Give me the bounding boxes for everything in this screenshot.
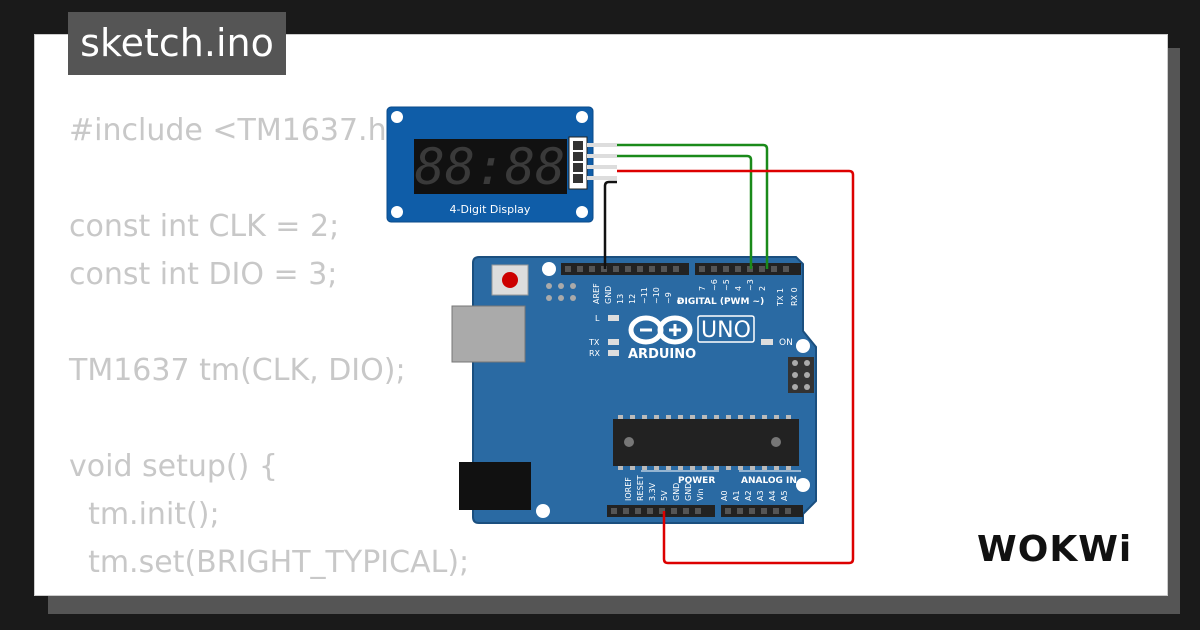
display-label: 4-Digit Display: [450, 203, 531, 216]
pin-label: A1: [732, 490, 741, 501]
pin-label: A2: [744, 490, 753, 501]
pin-label: GND: [604, 286, 613, 304]
led-rx: [608, 350, 619, 356]
pin-label: ~11: [640, 287, 649, 304]
pin-label: A0: [720, 490, 729, 501]
code-line: }: [69, 587, 469, 595]
svg-text:WOKWi: WOKWi: [977, 529, 1132, 570]
wire-dio[interactable]: [617, 154, 753, 269]
pin-label: A5: [780, 490, 789, 501]
pin-label: RESET: [636, 475, 645, 501]
tm1637-display-module[interactable]: 88:88 4-Digit Display: [386, 106, 617, 223]
pin-label: ~9: [664, 292, 673, 304]
digital-header-label: DIGITAL (PWM ~): [677, 297, 764, 307]
analog-header-label: ANALOG IN: [741, 476, 797, 486]
power-header-label: POWER: [678, 476, 715, 486]
arduino-uno-board[interactable]: AREF GND 13 12 ~11 ~10 ~9 8 7 ~6 ~5 4 ~3…: [451, 256, 817, 524]
pin-label: ~10: [652, 287, 661, 304]
pin-label: GND: [672, 483, 681, 501]
pin-label: ~5: [722, 279, 731, 291]
code-line: const int DIO = 3;: [69, 257, 338, 292]
circuit-diagram: 88:88 4-Digit Display: [386, 106, 855, 565]
led-l-label: L: [595, 314, 600, 323]
wire-clk[interactable]: [617, 143, 769, 269]
arduino-logo: [628, 315, 693, 345]
led-tx: [608, 339, 619, 345]
preview-card: #include <TM1637.h> const int CLK = 2; con…: [34, 34, 1168, 596]
pin-label: AREF: [592, 283, 601, 304]
brand-label: ARDUINO: [628, 347, 696, 362]
pin-label: 13: [616, 294, 625, 304]
pin-label: A3: [756, 490, 765, 501]
pin-label: RX 0: [790, 287, 799, 306]
microcontroller-chip: [613, 419, 799, 466]
code-line: TM1637 tm(CLK, DIO);: [69, 353, 406, 388]
led-on: [761, 339, 773, 345]
code-line: void setup() {: [69, 449, 278, 484]
pin-label: GND: [684, 483, 693, 501]
pin-label: 5V: [660, 490, 669, 501]
pin-label: ~6: [710, 279, 719, 291]
pin-label: 4: [734, 286, 743, 291]
pin-label: TX 1: [776, 288, 785, 307]
pin-label: IOREF: [624, 477, 633, 501]
wire-vcc[interactable]: [617, 169, 855, 565]
pin-label: 2: [758, 286, 767, 291]
power-jack: [459, 462, 531, 510]
code-line: #include <TM1637.h>: [69, 113, 412, 148]
pin-label: 8: [676, 299, 685, 304]
wokwi-logo: WOKWi: [977, 529, 1132, 570]
led-on-label: ON: [779, 338, 793, 348]
led-tx-label: TX: [588, 338, 600, 347]
code-line: tm.init();: [69, 497, 220, 532]
pin-label: 12: [628, 294, 637, 304]
led-rx-label: RX: [589, 349, 601, 358]
pin-label: A4: [768, 490, 777, 501]
code-line: tm.set(BRIGHT_TYPICAL);: [69, 545, 470, 580]
pin-label: Vin: [696, 488, 705, 501]
display-digits: 88:88: [415, 138, 566, 196]
code-line: const int CLK = 2;: [69, 209, 340, 244]
file-tab[interactable]: sketch.ino: [68, 12, 286, 75]
model-label: UNO: [701, 318, 751, 343]
usb-port: [451, 305, 526, 363]
pin-label: 7: [698, 286, 707, 291]
wire-gnd[interactable]: [603, 180, 617, 269]
pin-label: ~3: [746, 279, 755, 291]
led-l: [608, 315, 619, 321]
code-editor: #include <TM1637.h> const int CLK = 2; con…: [69, 107, 470, 595]
pin-label: 3.3V: [648, 482, 657, 501]
